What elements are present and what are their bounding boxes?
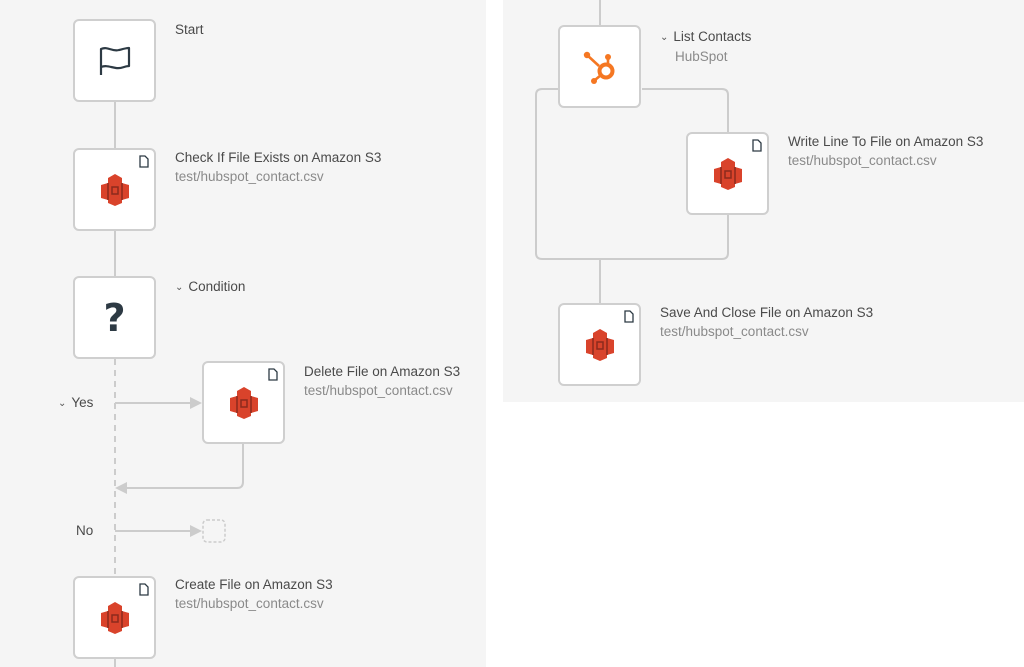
chevron-down-icon[interactable]: ⌄ bbox=[660, 32, 669, 43]
delete-file-node[interactable] bbox=[202, 361, 285, 444]
chevron-down-icon[interactable]: ⌄ bbox=[58, 398, 67, 409]
no-branch-label[interactable]: No bbox=[76, 523, 94, 538]
empty-slot-placeholder[interactable] bbox=[202, 519, 226, 543]
amazon-s3-icon bbox=[100, 601, 130, 635]
amazon-s3-icon bbox=[100, 173, 130, 207]
flag-icon bbox=[98, 45, 132, 77]
create-file-node[interactable] bbox=[73, 576, 156, 659]
chevron-down-icon[interactable]: ⌄ bbox=[175, 282, 184, 293]
save-close-node[interactable] bbox=[558, 303, 641, 386]
document-icon bbox=[624, 310, 634, 323]
write-line-node[interactable] bbox=[686, 132, 769, 215]
hubspot-icon bbox=[582, 49, 618, 85]
connectors bbox=[114, 102, 244, 667]
start-label: Start bbox=[175, 22, 204, 37]
document-icon bbox=[752, 139, 762, 152]
yes-branch-label[interactable]: ⌄Yes bbox=[58, 395, 94, 410]
document-icon bbox=[268, 368, 278, 381]
check-file-node[interactable] bbox=[73, 148, 156, 231]
connectors bbox=[535, 0, 729, 303]
list-contacts-node[interactable] bbox=[558, 25, 641, 108]
document-icon bbox=[139, 583, 149, 596]
condition-node[interactable]: ? bbox=[73, 276, 156, 359]
condition-label[interactable]: ⌄Condition bbox=[175, 277, 245, 297]
amazon-s3-icon bbox=[229, 386, 259, 420]
document-icon bbox=[139, 155, 149, 168]
question-mark-icon: ? bbox=[103, 295, 126, 340]
amazon-s3-icon bbox=[713, 157, 743, 191]
start-node[interactable] bbox=[73, 19, 156, 102]
amazon-s3-icon bbox=[585, 328, 615, 362]
